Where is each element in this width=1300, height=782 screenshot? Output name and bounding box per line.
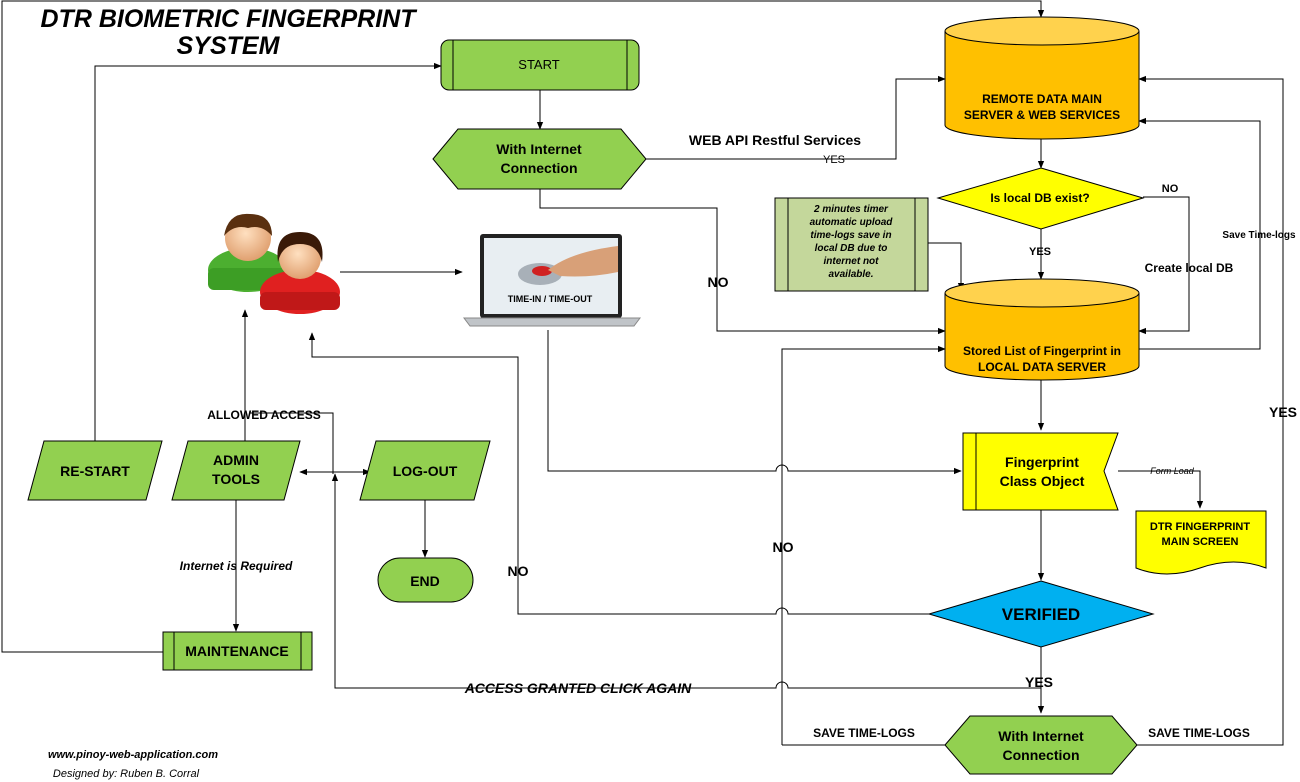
internet-check-top-line1: With Internet — [496, 141, 582, 157]
timer-note-line1: 2 minutes timer — [813, 204, 889, 215]
restart-label: RE-START — [60, 463, 130, 479]
internet-check-bottom-line1: With Internet — [998, 728, 1084, 744]
edge-verified-no-users — [308, 332, 930, 615]
diagram-title-line2: SYSTEM — [177, 32, 281, 60]
edge-local-save-remote — [1138, 117, 1261, 350]
label-yes-local-db: YES — [1029, 246, 1051, 258]
footer-designer: Designed by: Ruben B. Corral — [53, 768, 200, 780]
laptop-fingerprint-scanner: TIME-IN / TIME-OUT — [463, 234, 641, 327]
label-form-load: Form Load — [1150, 466, 1195, 476]
main-screen-node: DTR FINGERPRINT MAIN SCREEN — [1135, 510, 1267, 575]
start-node: START — [440, 39, 640, 91]
diagram-title-line1: DTR BIOMETRIC FINGERPRINT — [41, 5, 419, 33]
remote-server-node: REMOTE DATA MAIN SERVER & WEB SERVICES — [944, 16, 1140, 140]
internet-check-top-line2: Connection — [501, 160, 578, 176]
logout-label: LOG-OUT — [393, 463, 458, 479]
start-label: START — [518, 57, 559, 72]
fingerprint-class-line1: Fingerprint — [1005, 454, 1079, 470]
main-screen-line2: MAIN SCREEN — [1161, 536, 1238, 548]
local-server-line1: Stored List of Fingerprint in — [963, 344, 1121, 358]
verified-node: VERIFIED — [927, 580, 1155, 648]
admin-tools-line1: ADMIN — [213, 452, 259, 468]
edge-laptop-to-fingerprint — [547, 330, 962, 475]
maintenance-node: MAINTENANCE — [162, 631, 313, 671]
local-db-check-node: Is local DB exist? — [936, 167, 1145, 230]
edge-bottom-yes-remote — [1137, 75, 1284, 746]
label-internet-required: Internet is Required — [180, 559, 293, 573]
internet-check-bottom-node: With Internet Connection — [944, 715, 1138, 775]
edge-access-granted — [331, 473, 1041, 689]
local-db-check-label: Is local DB exist? — [990, 191, 1089, 205]
logout-node: LOG-OUT — [359, 440, 491, 501]
timer-note-line6: available. — [828, 269, 873, 280]
label-web-api: WEB API Restful Services — [689, 132, 861, 148]
label-no-local-db: NO — [1162, 183, 1179, 195]
verified-label: VERIFIED — [1002, 605, 1080, 624]
edge-bottom-no-local — [781, 345, 946, 745]
timer-note-node: 2 minutes timer automatic upload time-lo… — [774, 197, 929, 292]
label-no-internet-top: NO — [708, 274, 729, 290]
internet-check-bottom-line2: Connection — [1003, 747, 1080, 763]
admin-tools-line2: TOOLS — [212, 471, 260, 487]
edge-restart-to-start — [94, 62, 442, 441]
timer-note-line4: local DB due to — [815, 243, 888, 254]
local-server-line2: LOCAL DATA SERVER — [978, 360, 1106, 374]
remote-server-line2: SERVER & WEB SERVICES — [964, 108, 1120, 122]
restart-node: RE-START — [27, 440, 163, 501]
edge-note-to-local — [928, 242, 965, 291]
admin-tools-node: ADMIN TOOLS — [171, 440, 301, 501]
users-icon — [208, 213, 340, 314]
label-yes-web: YES — [823, 154, 845, 166]
label-yes-verified: YES — [1025, 674, 1053, 690]
edge-fingerprint-formload — [1118, 470, 1204, 509]
fingerprint-class-node: Fingerprint Class Object — [962, 432, 1119, 511]
maintenance-label: MAINTENANCE — [185, 643, 288, 659]
internet-check-top-node: With Internet Connection — [432, 128, 647, 190]
label-allowed-access: ALLOWED ACCESS — [207, 408, 321, 422]
local-server-node: Stored List of Fingerprint in LOCAL DATA… — [944, 278, 1140, 381]
label-no-bottom: NO — [773, 539, 794, 555]
timer-note-line3: time-logs save in — [810, 230, 891, 241]
end-label: END — [410, 573, 440, 589]
fingerprint-class-line2: Class Object — [1000, 473, 1085, 489]
timer-note-line5: internet not — [824, 256, 880, 267]
footer-website: www.pinoy-web-application.com — [48, 749, 218, 761]
main-screen-line1: DTR FINGERPRINT — [1150, 521, 1251, 533]
edge-internet-yes-remote — [646, 75, 946, 160]
edge-internet-no-local — [539, 189, 946, 335]
timer-note-line2: automatic upload — [810, 217, 894, 228]
label-create-local-db: Create local DB — [1145, 261, 1234, 275]
label-access-granted: ACCESS GRANTED CLICK AGAIN — [464, 680, 692, 696]
label-no-verified: NO — [508, 563, 529, 579]
label-save-time-logs-left: SAVE TIME-LOGS — [813, 726, 915, 740]
edge-allowed-access-bracket — [250, 412, 334, 474]
time-in-out-label: TIME-IN / TIME-OUT — [508, 294, 593, 304]
label-save-time-logs-right2: SAVE TIME-LOGS — [1148, 726, 1250, 740]
end-node: END — [377, 557, 474, 603]
remote-server-line1: REMOTE DATA MAIN — [982, 92, 1102, 106]
edge-dbcheck-no-create — [1138, 196, 1190, 335]
label-yes-right: YES — [1269, 404, 1297, 420]
edge-maintenance-to-remote — [1, 0, 1045, 653]
label-save-time-logs-right: Save Time-logs — [1222, 230, 1296, 241]
